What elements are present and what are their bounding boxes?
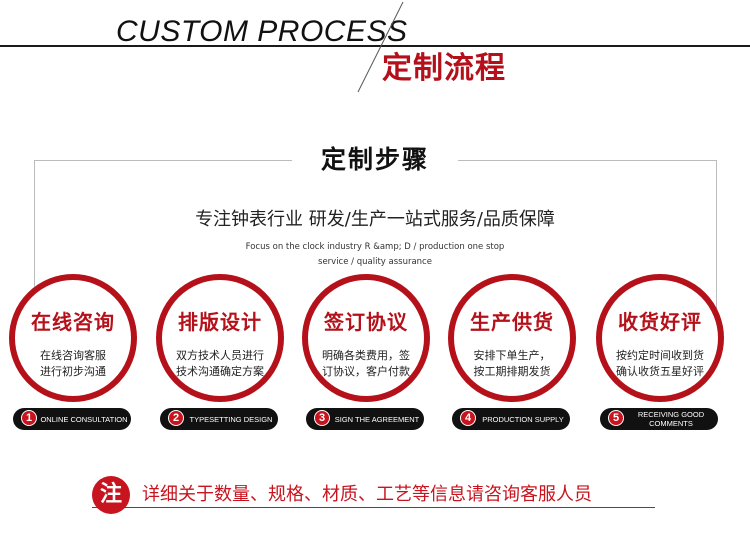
step-number-badge: 4 xyxy=(460,410,476,426)
step-desc-line: 确认收货五星好评 xyxy=(616,365,704,378)
step-production-supply: 生产供货 安排下单生产， 按工期排期发货 4 PRODUCTION SUPPLY xyxy=(448,274,588,434)
step-label-pill: 1 ONLINE CONSULTATION xyxy=(13,408,131,430)
header-slash-decoration xyxy=(357,1,404,93)
step-number-badge: 2 xyxy=(168,410,184,426)
step-label-pill: 3 SIGN THE AGREEMENT xyxy=(306,408,424,430)
step-description: 明确各类费用，签 订协议，客户付款 xyxy=(308,348,424,380)
tagline-cn: 专注钟表行业 研发/生产一站式服务/品质保障 xyxy=(195,209,555,230)
step-label-en: SIGN THE AGREEMENT xyxy=(334,414,420,424)
frame-top-right-line xyxy=(458,160,716,161)
step-circle: 生产供货 安排下单生产， 按工期排期发货 xyxy=(448,274,576,402)
step-label-en: PRODUCTION SUPPLY xyxy=(482,414,564,424)
step-label-pill: 2 TYPESETTING DESIGN xyxy=(160,408,278,430)
tagline-en-line1: Focus on the clock industry R &amp; D / … xyxy=(245,242,505,252)
step-sign-agreement: 签订协议 明确各类费用，签 订协议，客户付款 3 SIGN THE AGREEM… xyxy=(302,274,442,434)
step-desc-line: 在线咨询客服 xyxy=(40,349,106,362)
step-number-badge: 5 xyxy=(608,410,624,426)
header-title-cn: 定制流程 xyxy=(382,51,506,86)
step-title: 签订协议 xyxy=(324,310,408,334)
step-circle: 排版设计 双方技术人员进行 技术沟通确定方案 xyxy=(156,274,284,402)
tagline-en-line2: service / quality assurance xyxy=(318,257,432,267)
step-title: 收货好评 xyxy=(618,310,702,334)
step-desc-line: 明确各类费用，签 xyxy=(322,349,410,362)
step-circle: 在线咨询 在线咨询客服 进行初步沟通 xyxy=(9,274,137,402)
step-title: 生产供货 xyxy=(470,310,554,334)
step-circle: 收货好评 按约定时间收到货 确认收货五星好评 xyxy=(596,274,724,402)
step-desc-line: 订协议，客户付款 xyxy=(322,365,410,378)
step-description: 按约定时间收到货 确认收货五星好评 xyxy=(602,348,718,380)
step-title: 在线咨询 xyxy=(31,310,115,334)
step-online-consultation: 在线咨询 在线咨询客服 进行初步沟通 1 ONLINE CONSULTATION xyxy=(9,274,149,434)
step-title: 排版设计 xyxy=(178,310,262,334)
step-desc-line: 安排下单生产， xyxy=(473,349,551,362)
step-number-badge: 1 xyxy=(21,410,37,426)
step-desc-line: 按工期排期发货 xyxy=(473,365,551,378)
step-typesetting-design: 排版设计 双方技术人员进行 技术沟通确定方案 2 TYPESETTING DES… xyxy=(156,274,296,434)
step-label-pill: 5 RECEIVING GOOD COMMENTS xyxy=(600,408,718,430)
step-label-en: ONLINE CONSULTATION xyxy=(40,414,128,424)
note-badge: 注 xyxy=(92,476,130,514)
frame-top-left-line xyxy=(34,160,292,161)
tagline-en: Focus on the clock industry R &amp; D / … xyxy=(225,240,525,270)
frame-right-line xyxy=(716,160,717,308)
section-title: 定制步骤 xyxy=(320,145,429,174)
step-label-en: RECEIVING GOOD COMMENTS xyxy=(637,410,705,428)
step-number-badge: 3 xyxy=(314,410,330,426)
step-description: 安排下单生产， 按工期排期发货 xyxy=(454,348,570,380)
note-underline xyxy=(92,507,655,508)
step-desc-line: 按约定时间收到货 xyxy=(616,349,704,362)
note-text: 详细关于数量、规格、材质、工艺等信息请咨询客服人员 xyxy=(142,484,592,505)
step-label-pill: 4 PRODUCTION SUPPLY xyxy=(452,408,570,430)
step-desc-line: 双方技术人员进行 xyxy=(176,349,264,362)
header-title-en: CUSTOM PROCESS xyxy=(116,15,408,48)
step-label-en: TYPESETTING DESIGN xyxy=(189,414,273,424)
frame-left-line xyxy=(34,160,35,308)
step-description: 在线咨询客服 进行初步沟通 xyxy=(15,348,131,380)
step-circle: 签订协议 明确各类费用，签 订协议，客户付款 xyxy=(302,274,430,402)
step-desc-line: 技术沟通确定方案 xyxy=(176,365,264,378)
step-desc-line: 进行初步沟通 xyxy=(40,365,106,378)
header-divider xyxy=(0,45,750,47)
step-receiving-good-comments: 收货好评 按约定时间收到货 确认收货五星好评 5 RECEIVING GOOD … xyxy=(596,274,736,434)
step-description: 双方技术人员进行 技术沟通确定方案 xyxy=(162,348,278,380)
